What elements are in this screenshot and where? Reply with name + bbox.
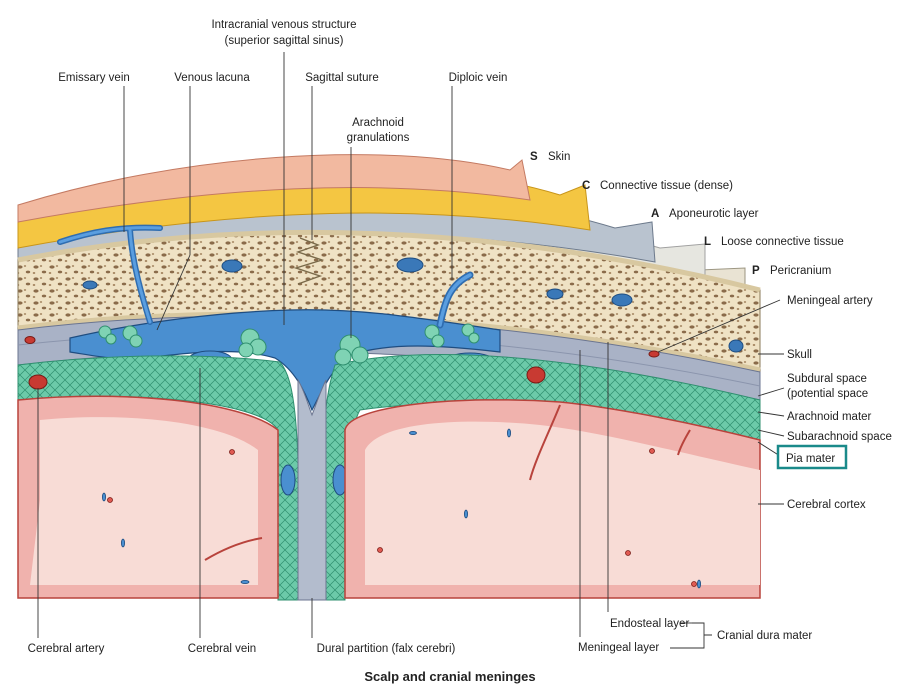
label-layer-a-letter: A (651, 208, 659, 220)
sulcus (529, 404, 561, 481)
label-layer-s-letter: S (530, 151, 538, 163)
label-diploic-vein: Diploic vein (449, 72, 508, 84)
leader-meningeal-artery (657, 299, 781, 353)
label-layer-aponeurotic: Aponeurotic layer (669, 208, 759, 220)
label-pia-mater: Pia mater (786, 453, 835, 465)
sulcus (677, 429, 691, 456)
skull-outer-table (17, 229, 761, 293)
leader-subdural (757, 387, 785, 397)
label-layer-l-letter: L (704, 236, 711, 248)
label-dural-partition: Dural partition (falx cerebri) (317, 643, 456, 655)
superior-sagittal-sinus (50, 224, 501, 412)
skin-layer (17, 154, 531, 223)
diploic-vessel (82, 280, 98, 290)
figure-caption: Scalp and cranial meninges (364, 669, 535, 684)
cerebral-artery-vessel (28, 374, 48, 390)
dural-vein (728, 339, 744, 353)
labels: Intracranial venous structure (superior … (28, 19, 892, 684)
label-arachnoid-granulations-sub: granulations (347, 132, 410, 144)
diploic-vessel (611, 293, 633, 307)
falx-vein (280, 464, 296, 496)
label-layer-p-letter: P (752, 265, 760, 277)
label-layer-connective: Connective tissue (dense) (600, 180, 733, 192)
label-venous-lacuna: Venous lacuna (174, 72, 250, 84)
label-meningeal-layer: Meningeal layer (578, 642, 659, 654)
cerebral-artery-vessel (526, 366, 546, 384)
diploic-vessel (396, 257, 424, 273)
cerebrum (17, 366, 761, 599)
arachnoid-granulation-clusters (98, 323, 480, 366)
label-subdural: Subdural space (787, 373, 867, 385)
leader-pia (757, 441, 781, 457)
diploic-vein-vessel-core (438, 273, 472, 327)
meningeal-artery-vessel (24, 336, 36, 344)
diploic-vessel (221, 259, 243, 273)
label-sagittal-suture: Sagittal suture (305, 72, 379, 84)
label-subdural-sub: (potential space (787, 388, 868, 400)
leader-subarachnoid (757, 429, 785, 437)
sulcus (204, 537, 263, 561)
label-intracranial-venous-sub: (superior sagittal sinus) (225, 35, 344, 47)
leader-arachnoid (757, 411, 785, 417)
label-intracranial-venous: Intracranial venous structure (211, 19, 356, 31)
left-white-matter (30, 417, 258, 585)
falx-cerebri (297, 378, 327, 601)
emissary-vein-vessel-core (58, 226, 162, 324)
label-cerebral-artery: Cerebral artery (28, 643, 105, 655)
sagittal-suture-line (293, 237, 325, 285)
dura-bracket (670, 622, 712, 649)
label-arachnoid-mater: Arachnoid mater (787, 411, 872, 423)
label-emissary-vein: Emissary vein (58, 72, 130, 84)
label-skull: Skull (787, 349, 812, 361)
label-arachnoid-granulations: Arachnoid (352, 117, 404, 129)
leader-lacuna-b (156, 254, 191, 331)
diploic-vessel (546, 288, 564, 300)
label-layer-c-letter: C (582, 180, 590, 192)
cortical-vessels (102, 428, 702, 589)
leader-lines (37, 52, 785, 649)
meningeal-artery-vessel (648, 350, 660, 358)
label-layer-pericranium: Pericranium (770, 265, 831, 277)
label-cranial-dura-mater: Cranial dura mater (717, 630, 812, 642)
label-layer-skin: Skin (548, 151, 570, 163)
pia-mater-highlight-box (776, 444, 848, 470)
right-white-matter (365, 421, 760, 585)
label-subarachnoid-space: Subarachnoid space (787, 431, 892, 443)
label-meningeal-artery: Meningeal artery (787, 295, 873, 307)
label-cerebral-cortex: Cerebral cortex (787, 499, 866, 511)
label-cerebral-vein: Cerebral vein (188, 643, 256, 655)
label-endosteal-layer: Endosteal layer (610, 618, 689, 630)
label-layer-loose: Loose connective tissue (721, 236, 844, 248)
